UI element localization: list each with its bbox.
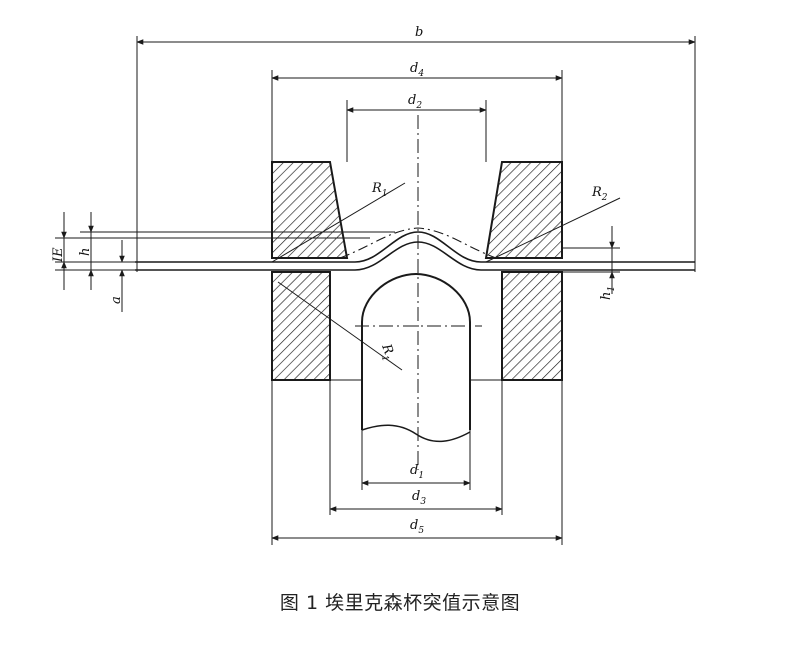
- label-d4: d4: [410, 61, 424, 79]
- punch-break-line: [361, 424, 471, 443]
- dimension-lines: [61, 39, 696, 541]
- label-b: b: [415, 25, 423, 40]
- label-R1-lower: R1: [375, 341, 398, 363]
- erichsen-cupping-diagram: b d4 d2 d1 d3 d5 R1 R2 R1 IE h a h1: [51, 25, 696, 545]
- label-R2: R2: [591, 185, 608, 203]
- upper-die-left: [271, 161, 349, 259]
- upper-die-right: [484, 161, 563, 259]
- label-IE: IE: [51, 247, 66, 263]
- lower-die-right: [501, 271, 563, 381]
- bulge-outline: [339, 227, 497, 259]
- label-R1: R1: [371, 181, 388, 199]
- center-lines: [355, 115, 482, 470]
- label-d1: d1: [410, 463, 424, 481]
- extension-lines: [55, 36, 696, 545]
- lower-die-left: [271, 271, 331, 381]
- label-h: h: [78, 248, 93, 256]
- label-a: a: [109, 296, 124, 304]
- figure-caption: 图 1 埃里克森杯突值示意图: [279, 592, 521, 614]
- label-h1: h1: [599, 286, 617, 300]
- label-d2: d2: [408, 93, 422, 111]
- label-d5: d5: [410, 518, 424, 536]
- label-d3: d3: [412, 489, 426, 507]
- radius-leaders: [271, 182, 621, 371]
- dimension-labels: b d4 d2 d1 d3 d5 R1 R2 R1 IE h a h1: [51, 25, 617, 536]
- punch: [361, 272, 471, 430]
